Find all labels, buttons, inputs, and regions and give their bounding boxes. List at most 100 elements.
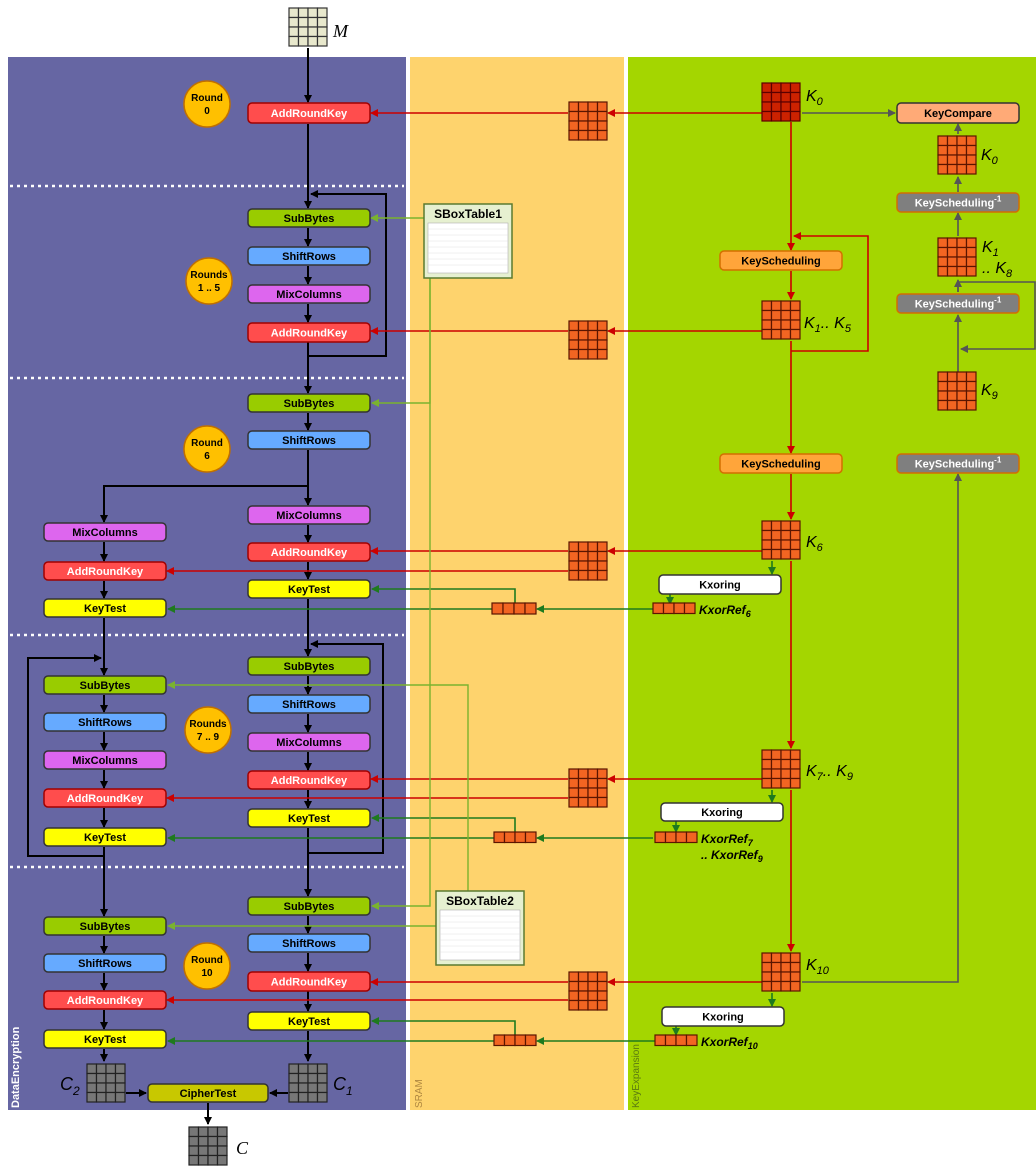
key-expansion-label: KeyExpansion (631, 1044, 642, 1108)
mix-columns-r6-right-label: MixColumns (276, 510, 341, 522)
sbox-table-2-title: SBoxTable2 (446, 894, 514, 908)
key-test-r10-left-label: KeyTest (84, 1034, 126, 1046)
cipher-test-block: CipherTest (147, 1083, 269, 1103)
sub-bytes-r1-block: SubBytes (247, 208, 371, 228)
kxorref7-9-label: KxorRef7 (701, 832, 754, 848)
mix-columns-r1-label: MixColumns (276, 289, 341, 301)
key-scheduling-1-label: KeyScheduling (741, 256, 820, 268)
key-scheduling-2-block: KeyScheduling (719, 453, 843, 474)
add-round-key-r6-left-block: AddRoundKey (43, 561, 167, 581)
round-badge-line1: Rounds (190, 270, 228, 281)
k0-reverse-label: K0 (981, 147, 999, 167)
k10-label: K10 (806, 957, 830, 977)
round-badge-line1: Round (191, 438, 223, 449)
sub-bytes-r7-right-label: SubBytes (284, 661, 335, 673)
kxorref7-9-vector (654, 831, 698, 844)
key-test-r10-left-block: KeyTest (43, 1029, 167, 1049)
sub-bytes-r7-left-block: SubBytes (43, 675, 167, 695)
shift-rows-r7-right-block: ShiftRows (247, 694, 371, 714)
sram-key-matrix-r7 (568, 768, 608, 808)
kxorref7-9-label-line2: .. KxorRef9 (701, 848, 763, 864)
key-test-r10-right-label: KeyTest (288, 1016, 330, 1028)
kxorref7-9-sram-vector (493, 831, 537, 844)
round-badge-line2: 1 .. 5 (198, 283, 221, 294)
sram-key-matrix-r0 (568, 101, 608, 141)
key-compare-block: KeyCompare (896, 102, 1020, 124)
c1-matrix (288, 1063, 328, 1103)
red-key-arrows (166, 109, 869, 1004)
key-test-r6-right-block: KeyTest (247, 579, 371, 599)
shift-rows-r1-block: ShiftRows (247, 246, 371, 266)
mix-columns-r6-left-block: MixColumns (43, 522, 167, 542)
add-round-key-r0-label: AddRoundKey (271, 108, 348, 120)
message-label: M (332, 21, 349, 41)
kxoring-2-label: Kxoring (701, 807, 743, 819)
add-round-key-r7-right-label: AddRoundKey (271, 775, 348, 787)
shift-rows-r7-left-label: ShiftRows (78, 717, 132, 729)
sub-bytes-r10-left-label: SubBytes (80, 921, 131, 933)
data-encryption-label: DataEncryption (10, 1026, 22, 1108)
k0-reverse-matrix (937, 135, 977, 175)
kxoring-1-block: Kxoring (658, 574, 782, 595)
kxorref10-vector (654, 1034, 698, 1047)
k7-k9-label: K7.. K9 (806, 763, 853, 783)
key-test-r7-left-block: KeyTest (43, 827, 167, 847)
shift-rows-r10-right-block: ShiftRows (247, 933, 371, 953)
key-test-r7-left-label: KeyTest (84, 832, 126, 844)
c2-matrix (86, 1063, 126, 1103)
key-test-r6-right-label: KeyTest (288, 584, 330, 596)
key-test-r6-left-label: KeyTest (84, 603, 126, 615)
add-round-key-r10-right-block: AddRoundKey (247, 971, 371, 992)
sub-bytes-r6-label: SubBytes (284, 398, 335, 410)
kxorref6-sram-vector (491, 602, 537, 615)
shift-rows-r7-left-block: ShiftRows (43, 712, 167, 732)
sub-bytes-r10-right-label: SubBytes (284, 901, 335, 913)
sub-bytes-r7-right-block: SubBytes (247, 656, 371, 676)
k10-matrix (761, 952, 801, 992)
round-badge-line1: Rounds (189, 719, 227, 730)
key-scheduling-inv-1-block: KeyScheduling-1 (896, 192, 1020, 213)
ciphertext-label: C (236, 1138, 249, 1158)
mix-columns-r7-left-block: MixColumns (43, 750, 167, 770)
kxoring-3-label: Kxoring (702, 1012, 744, 1024)
k1-k8-label: K1 (982, 239, 999, 259)
shift-rows-r7-right-label: ShiftRows (282, 699, 336, 711)
mix-columns-r7-right-label: MixColumns (276, 737, 341, 749)
add-round-key-r7-right-block: AddRoundKey (247, 770, 371, 790)
k7-k9-matrix (761, 749, 801, 789)
round-badge-line1: Round (191, 93, 223, 104)
shift-rows-r10-left-label: ShiftRows (78, 958, 132, 970)
key-scheduling-inv-3-block: KeyScheduling-1 (896, 453, 1020, 474)
key-test-r10-right-block: KeyTest (247, 1011, 371, 1031)
kxorref6-vector (652, 602, 696, 615)
sram-key-matrix-r1 (568, 320, 608, 360)
kxorref10-sram-vector (493, 1034, 537, 1047)
key-compare-label: KeyCompare (924, 108, 992, 120)
mix-columns-r7-right-block: MixColumns (247, 732, 371, 752)
k6-label: K6 (806, 534, 824, 554)
sbox-lookup-arrows (167, 214, 469, 930)
kxoring-2-block: Kxoring (660, 802, 784, 822)
add-round-key-r10-right-label: AddRoundKey (271, 977, 348, 989)
sub-bytes-r10-right-block: SubBytes (247, 896, 371, 916)
k0-matrix (761, 82, 801, 122)
sram-key-matrix-r10 (568, 971, 608, 1011)
k1-k5-label: K1.. K5 (804, 315, 852, 335)
kxoring-1-label: Kxoring (699, 580, 741, 592)
add-round-key-r1-label: AddRoundKey (271, 328, 348, 340)
kxorref6-label: KxorRef6 (699, 603, 752, 619)
key-test-r6-left-block: KeyTest (43, 598, 167, 618)
ciphertext-matrix (188, 1126, 228, 1166)
add-round-key-r1-block: AddRoundKey (247, 322, 371, 343)
round-separators (10, 184, 404, 869)
k9-reverse-label: K9 (981, 382, 998, 402)
key-scheduling-1-block: KeyScheduling (719, 250, 843, 271)
sbox-table-2-grid (439, 909, 521, 961)
key-scheduling-inv-2-block: KeyScheduling-1 (896, 293, 1020, 314)
key-test-r7-right-label: KeyTest (288, 813, 330, 825)
